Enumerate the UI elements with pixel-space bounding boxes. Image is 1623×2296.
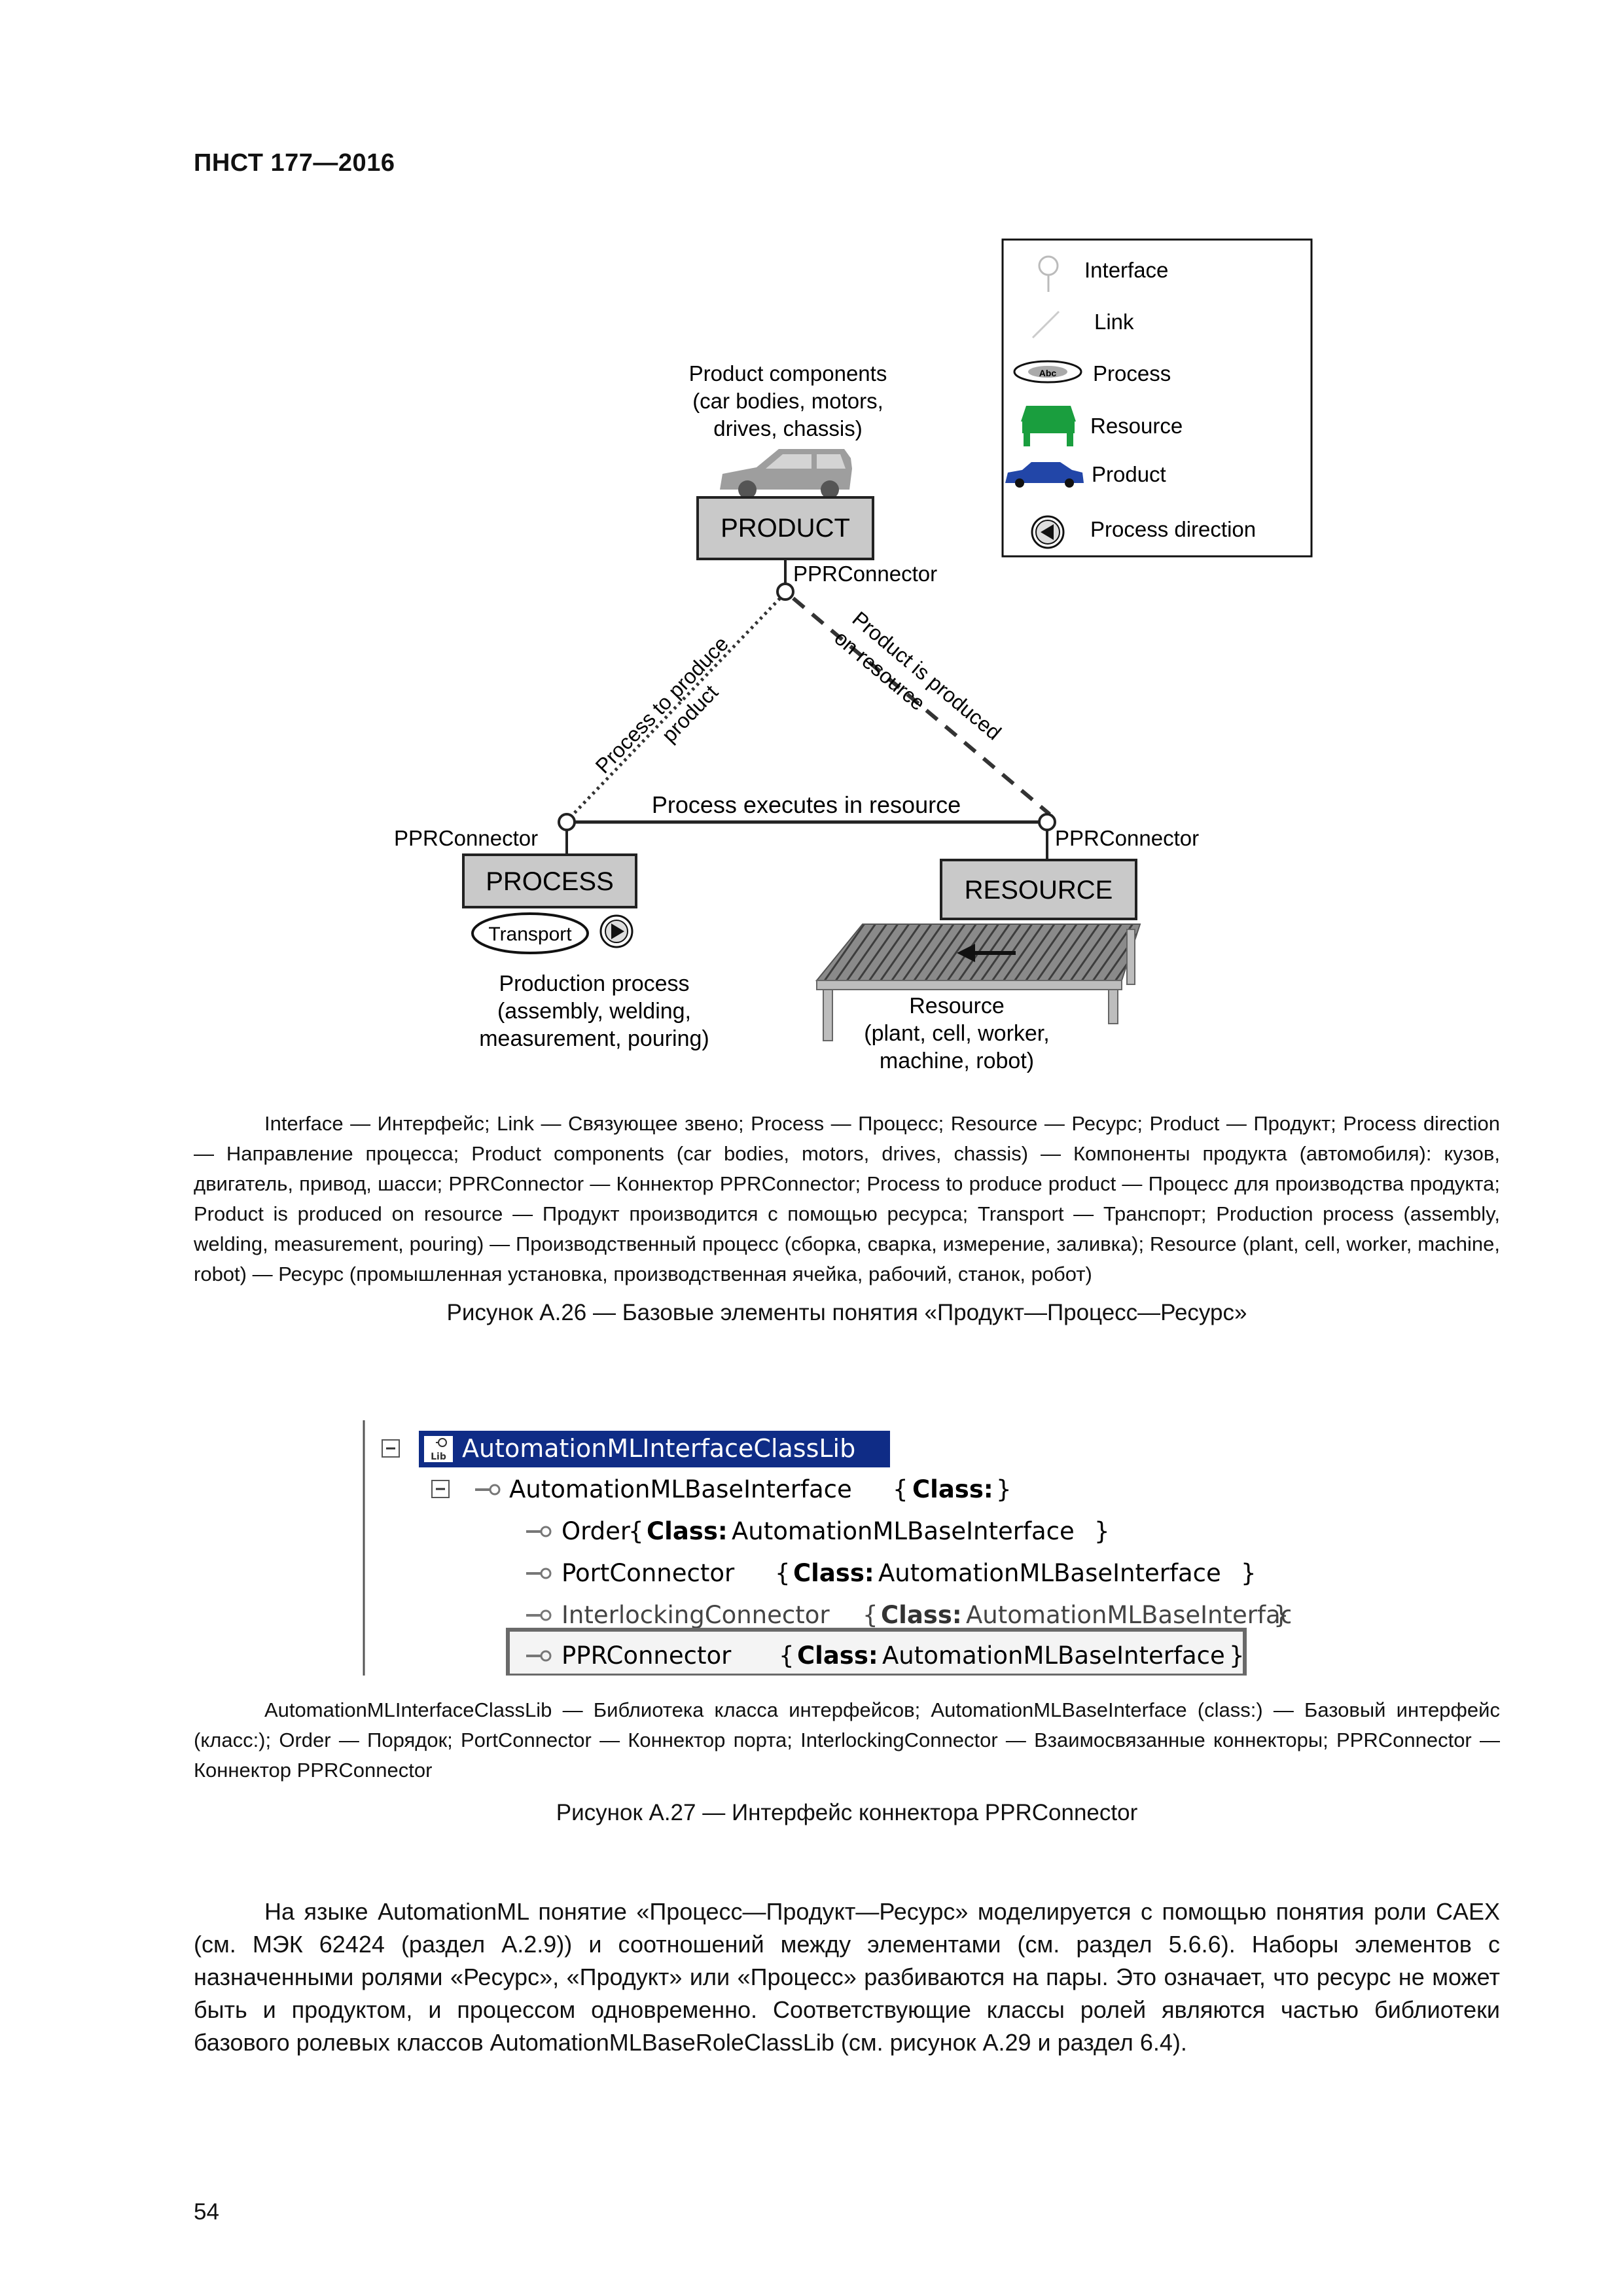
- tree-node-portconnector[interactable]: PortConnector { Class: AutomationMLBaseI…: [526, 1559, 1257, 1587]
- resource-box: [940, 859, 1137, 920]
- base-node-class-keyword: Class:: [912, 1475, 993, 1503]
- process-legend-icon: Abc: [1013, 360, 1082, 384]
- root-node-highlight[interactable]: [419, 1431, 890, 1467]
- interface-icon: [526, 1568, 552, 1579]
- legend-interface-label: Interface: [1084, 258, 1168, 282]
- ppr-diagram: Interface Link Abc Process Resource Prod…: [394, 238, 1313, 1073]
- production-process-label-3: measurement, pouring): [479, 1026, 709, 1051]
- resource-desc-label-1: Resource: [909, 994, 1005, 1018]
- tree-node-pprconnector[interactable]: PPRConnector { Class: AutomationMLBaseIn…: [506, 1628, 1247, 1677]
- resource-connector-icon: [1038, 813, 1056, 831]
- figure-a27-caption: Рисунок А.27 — Интерфейс коннектора PPRC…: [556, 1800, 1138, 1825]
- tree-node-order[interactable]: Order { Class: AutomationMLBaseInterface…: [526, 1517, 1110, 1545]
- process-box: [462, 853, 637, 908]
- order-node-close-brace: }: [1094, 1517, 1110, 1545]
- svg-text:Lib: Lib: [431, 1452, 446, 1462]
- root-collapse-toggle[interactable]: [382, 1439, 400, 1458]
- transport-process-icon: [471, 912, 589, 954]
- order-node-class-keyword: Class:: [647, 1517, 728, 1545]
- order-node-open-brace: {: [628, 1517, 644, 1545]
- document-header: ПНСТ 177—2016: [194, 149, 395, 177]
- body-paragraph: На языке AutomationML понятие «Процесс—П…: [194, 1898, 1500, 2056]
- interlockingconnector-node-class-keyword: Class:: [881, 1601, 962, 1629]
- interlockingconnector-node-open-brace: {: [863, 1601, 878, 1629]
- page-number: 54: [194, 2199, 219, 2225]
- product-on-resource-label: Product is produced on resource: [830, 607, 1006, 745]
- tree-node-interlockingconnector[interactable]: InterlockingConnector { Class: Automatio…: [526, 1601, 1309, 1629]
- production-process-label-1: Production process: [499, 971, 689, 996]
- resource-box-label: RESOURCE: [965, 876, 1113, 905]
- process-direction-legend-icon: [1031, 515, 1065, 549]
- legend-resource-label: Resource: [1090, 414, 1183, 438]
- legend-process-label: Process: [1093, 361, 1171, 386]
- portconnector-node-class-keyword: Class:: [793, 1559, 874, 1587]
- interface-class-icon: [475, 1484, 501, 1496]
- portconnector-node-parent: AutomationMLBaseInterface: [878, 1559, 1221, 1587]
- car-icon: [720, 449, 852, 499]
- figure-a27-note: AutomationMLInterfaceClassLib — Библиоте…: [194, 1698, 1500, 1782]
- figure-a26-caption: Рисунок А.26 — Базовые элементы понятия …: [446, 1300, 1247, 1325]
- process-box-label: PROCESS: [486, 867, 614, 896]
- pprconnector-node-close-brace: }: [1229, 1641, 1245, 1670]
- library-icon: Lib: [424, 1436, 453, 1462]
- tree-node-base[interactable]: AutomationMLBaseInterface { Class: }: [509, 1475, 1012, 1503]
- interface-icon: [526, 1650, 552, 1662]
- interface-icon: [526, 1526, 552, 1537]
- process-to-product-link: [571, 597, 781, 817]
- process-connector-label: PPRConnector: [394, 826, 538, 850]
- process-connector-icon: [558, 813, 576, 831]
- conveyor-direction-arrow-icon: [957, 944, 1016, 962]
- pprconnector-node-open-brace: {: [779, 1641, 794, 1670]
- base-node-name: AutomationMLBaseInterface: [509, 1475, 852, 1503]
- legend-box: [1001, 238, 1313, 558]
- product-connector-icon: [776, 583, 794, 601]
- legend-link-label: Link: [1094, 310, 1134, 334]
- resource-connector-label: PPRConnector: [1055, 826, 1199, 850]
- product-on-resource-link: [792, 596, 1051, 816]
- resource-legend-icon: [1021, 406, 1076, 446]
- pprconnector-node-parent: AutomationMLBaseInterface: [882, 1641, 1225, 1670]
- pprconnector-selection-frame: [506, 1628, 1247, 1677]
- resource-desc-label-3: machine, robot): [880, 1049, 1034, 1073]
- base-collapse-toggle[interactable]: [431, 1480, 450, 1498]
- order-node-name: Order: [562, 1517, 631, 1545]
- link-legend-icon: [1031, 310, 1060, 339]
- interlockingconnector-node-parent: AutomationMLBaseInterface: [966, 1601, 1291, 1629]
- product-box-label: PRODUCT: [721, 514, 850, 543]
- base-node-close-brace: }: [996, 1475, 1012, 1503]
- base-node-open-brace: {: [893, 1475, 908, 1503]
- production-process-label-2: (assembly, welding,: [497, 999, 691, 1024]
- legend-product-label: Product: [1092, 462, 1166, 486]
- figure-a26-note: Interface — Интерфейс; Link — Связующее …: [194, 1112, 1500, 1285]
- interlockingconnector-node-name: InterlockingConnector: [562, 1601, 830, 1629]
- svg-text:Abc: Abc: [1039, 368, 1057, 378]
- order-node-parent: AutomationMLBaseInterface: [732, 1517, 1075, 1545]
- product-connector-label: PPRConnector: [793, 562, 937, 586]
- resource-desc-label-2: (plant, cell, worker,: [864, 1021, 1049, 1046]
- interlockingconnector-node-close-brace: }: [1274, 1601, 1289, 1629]
- pprconnector-node-name: PPRConnector: [562, 1641, 732, 1670]
- legend-process-direction-label: Process direction: [1090, 517, 1256, 541]
- root-node-label: AutomationMLInterfaceClassLib: [462, 1434, 855, 1463]
- process-direction-icon: [599, 914, 633, 948]
- process-in-resource-label: Process executes in resource: [652, 791, 961, 818]
- interface-icon: [526, 1609, 552, 1621]
- interface-class-tree: Lib AutomationMLInterfaceClassLib Automa…: [361, 1407, 1309, 1677]
- product-components-label-1: Product components: [689, 361, 887, 386]
- pprconnector-node-class-keyword: Class:: [797, 1641, 878, 1670]
- portconnector-node-open-brace: {: [775, 1559, 791, 1587]
- product-components-label-2: (car bodies, motors,: [692, 389, 883, 413]
- portconnector-node-close-brace: }: [1241, 1559, 1257, 1587]
- product-components-label-3: drives, chassis): [713, 416, 862, 440]
- portconnector-node-name: PortConnector: [562, 1559, 735, 1587]
- product-legend-icon: [1005, 462, 1084, 488]
- interface-legend-icon: [1038, 255, 1059, 292]
- product-box: [696, 496, 874, 560]
- transport-label: Transport: [488, 924, 572, 945]
